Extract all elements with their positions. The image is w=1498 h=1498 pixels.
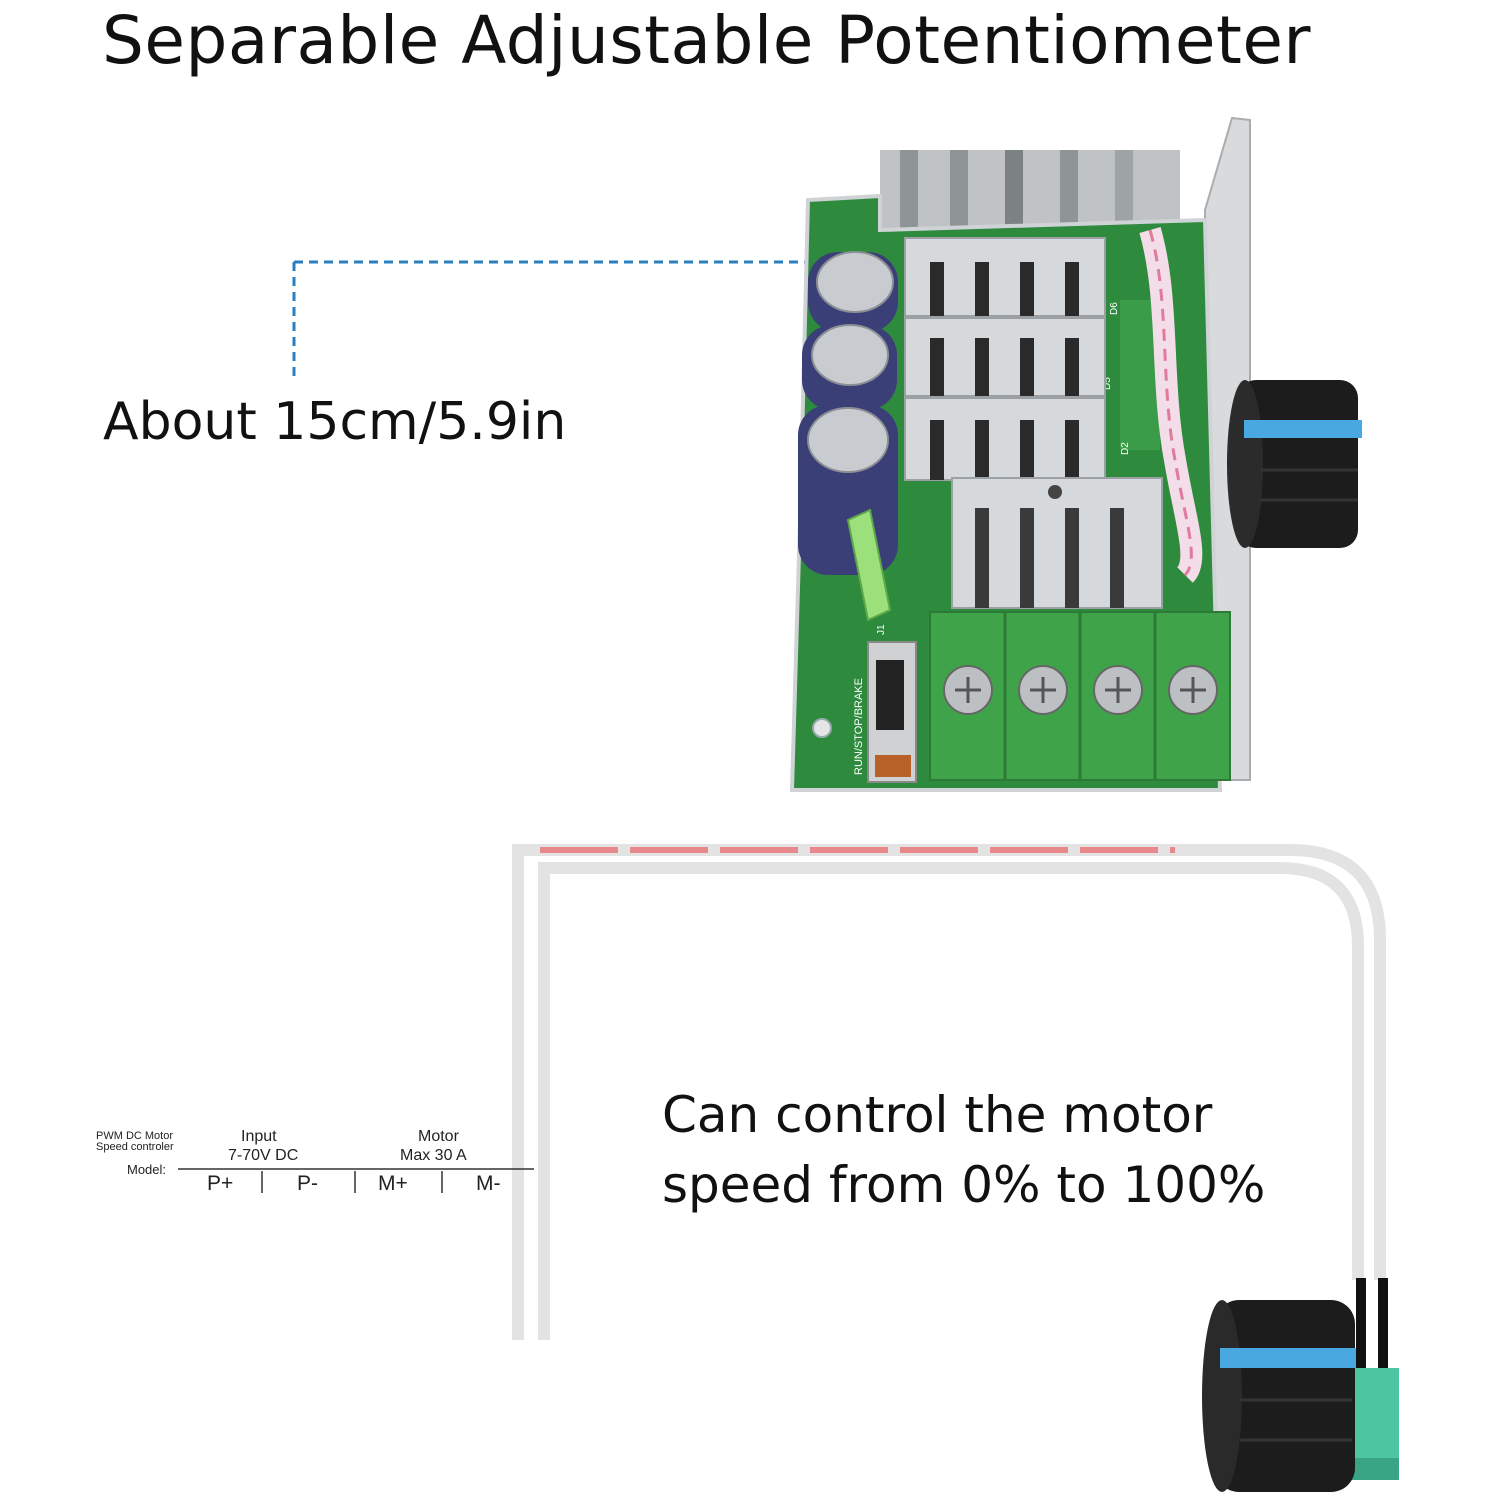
capacitor-1 [808, 251, 898, 332]
remote-potentiometer [1202, 1278, 1399, 1492]
run-stop-brake-switch: RUN/STOP/BRAKE [853, 641, 917, 783]
knob-stripe [1220, 1348, 1356, 1368]
screw-terminal-block [929, 611, 1231, 781]
silk-d2: D2 [1120, 442, 1131, 455]
extension-cable [512, 844, 1386, 1340]
speed-range-caption: Can control the motor speed from 0% to 1… [662, 1080, 1265, 1220]
blade-fuse [846, 508, 892, 622]
spec-input-value: 7-70V DC [228, 1147, 299, 1164]
silk-d6: D6 [1109, 302, 1120, 315]
page-title: Separable Adjustable Potentiometer [102, 2, 1312, 79]
terminal-p-plus: P+ [207, 1172, 234, 1195]
mosfet-heatsink-3 [904, 397, 1106, 481]
spec-product-line-1: PWM DC Motor [96, 1130, 173, 1142]
pot-ribbon-cable [1139, 226, 1203, 583]
mosfet-heatsink-4 [951, 477, 1163, 609]
mosfet-heatsink-1 [904, 237, 1106, 317]
spec-motor-value: Max 30 A [400, 1147, 467, 1164]
cable-length-label: About 15cm/5.9in [103, 392, 567, 452]
capacitor-3 [798, 405, 898, 575]
spec-input-title: Input [241, 1128, 277, 1145]
switch-label: RUN/STOP/BRAKE [853, 678, 865, 775]
board-knob [1227, 380, 1362, 548]
speed-caption-line-2: speed from 0% to 100% [662, 1156, 1266, 1214]
spec-label-lines [178, 1168, 534, 1193]
spec-product-line-2: Speed controler [96, 1141, 174, 1153]
silk-j1: J1 [876, 624, 887, 635]
terminal-m-minus: M- [476, 1172, 501, 1195]
spec-motor-title: Motor [418, 1128, 459, 1145]
mosfet-heatsink-2 [904, 317, 1106, 397]
capacitor-2 [802, 324, 897, 410]
terminal-m-plus: M+ [378, 1172, 408, 1195]
spec-model-label: Model: [127, 1162, 167, 1177]
terminal-p-minus: P- [297, 1172, 318, 1195]
silk-d5: D5 [1102, 377, 1113, 390]
speed-caption-line-1: Can control the motor [662, 1086, 1213, 1144]
